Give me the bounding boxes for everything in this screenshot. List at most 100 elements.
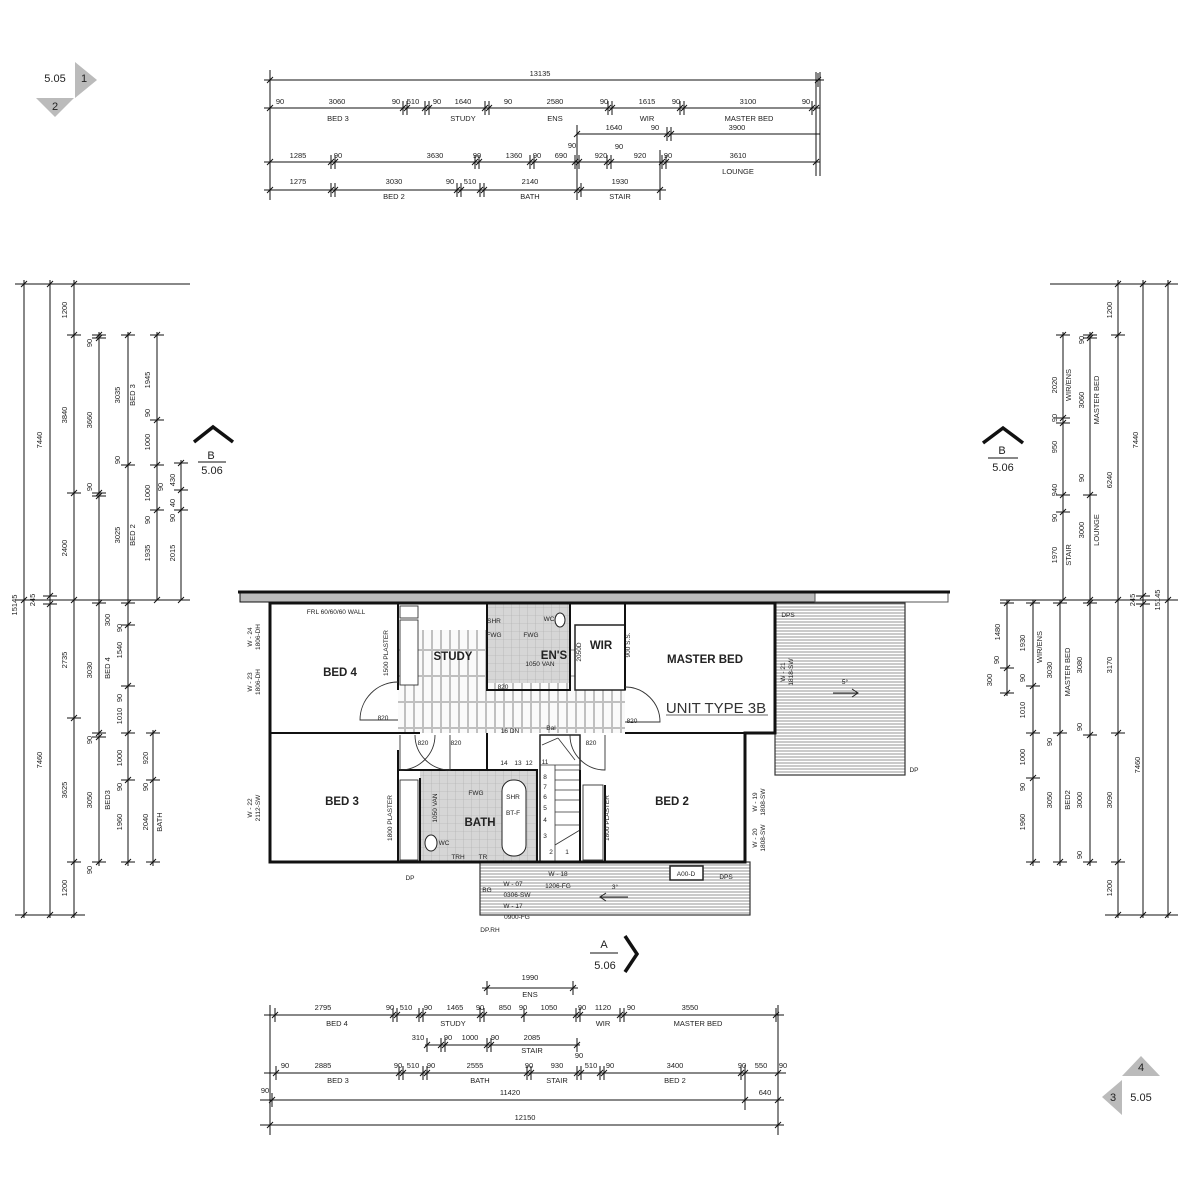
dimension-value: 90 — [281, 1061, 289, 1070]
plan-annotation: DP — [405, 875, 414, 882]
dimension-tick — [95, 492, 103, 500]
dimension-value: 15145 — [1153, 590, 1162, 611]
plan-annotation: SHR — [506, 794, 520, 801]
plan-annotation: 5 — [543, 805, 547, 812]
dimension-value: 90 — [992, 656, 1001, 664]
dimension-tick — [573, 130, 581, 138]
room-label: MASTER BED — [667, 654, 743, 666]
dimension-value: 90 — [1075, 723, 1084, 731]
dimension-value: 1930 — [612, 177, 629, 186]
dimension-value: 1200 — [60, 880, 69, 897]
plan-annotation: DPS — [719, 874, 733, 881]
dimension-value: 7460 — [1133, 757, 1142, 774]
dimension-tick — [527, 1069, 535, 1077]
dimension-tick — [774, 1069, 782, 1077]
dimension-value: 90 — [394, 1061, 402, 1070]
dimension-tick — [70, 331, 78, 339]
dimension-value: 90 — [1018, 674, 1027, 682]
dimension-value: 90 — [141, 783, 150, 791]
dimension-tick — [95, 729, 103, 737]
dimension-value: 1050 — [541, 1003, 558, 1012]
plan-annotation: 0306-SW — [503, 892, 531, 899]
dimension-tick — [1086, 858, 1094, 866]
dimension-tick — [393, 1011, 401, 1019]
dimension-value: 90 — [261, 1086, 269, 1095]
dimension-tick — [1029, 682, 1037, 690]
dimension-value: 2020 — [1050, 377, 1059, 394]
dimension-tick — [663, 130, 671, 138]
dimension-value: 2580 — [547, 97, 564, 106]
dimension-value: 3030 — [85, 662, 94, 679]
plan-annotation: 820 — [451, 740, 462, 747]
dimension-tick — [616, 1011, 624, 1019]
dimension-value: 1360 — [506, 151, 523, 160]
plan-annotation: W - 07 — [503, 881, 523, 888]
dimension-value: 1640 — [455, 97, 472, 106]
dimension-tick — [1114, 729, 1122, 737]
dimension-room-label: WIR — [596, 1019, 611, 1028]
plan-annotation: A00-D — [677, 871, 696, 878]
bed-3-room — [270, 735, 398, 862]
master-bed-room — [625, 603, 775, 733]
dimension-tick — [266, 186, 274, 194]
plan-annotation: 3° — [612, 883, 619, 891]
dimension-tick — [1059, 331, 1067, 339]
plan-annotation: TRH — [451, 854, 465, 861]
section-letter: A — [600, 939, 608, 951]
plan-annotation: 12 — [525, 760, 533, 767]
dimension-value: 90 — [85, 483, 94, 491]
dimension-tick — [1029, 729, 1037, 737]
dimension-tick — [266, 158, 274, 166]
dimension-value: 1970 — [1050, 547, 1059, 564]
section-marker-left[interactable]: B 5.06 — [192, 424, 235, 477]
dimension-tick — [774, 1121, 782, 1129]
section-marker-right[interactable]: B 5.06 — [981, 425, 1025, 474]
plan-annotation: 820 — [498, 684, 509, 691]
dimension-tick — [487, 1041, 495, 1049]
marker-view-number: 3 — [1110, 1092, 1116, 1104]
dimension-value: 3050 — [85, 792, 94, 809]
plan-annotation: 2050D — [576, 642, 583, 661]
bed-4-room — [270, 603, 398, 733]
dimension-tick — [271, 1011, 279, 1019]
dimension-value: 920 — [634, 151, 647, 160]
dimension-value: 90 — [504, 97, 512, 106]
dimension-value: BED 3 — [128, 384, 137, 406]
dimension-value: 510 — [407, 1061, 420, 1070]
dimension-value: 90 — [578, 1003, 586, 1012]
dimension-value: 90 — [1050, 514, 1059, 522]
dimension-room-label: BED 3 — [327, 114, 349, 123]
dimension-tick — [266, 76, 274, 84]
dimension-value: 90 — [533, 151, 541, 160]
dimension-tick — [441, 1041, 449, 1049]
dimension-tick — [153, 461, 161, 469]
dimension-value: 640 — [759, 1088, 772, 1097]
dimension-value: 90 — [392, 97, 400, 106]
dimension-value: 1200 — [60, 302, 69, 319]
dimension-room-label: BED 2 — [383, 192, 405, 201]
balcony-master — [774, 602, 906, 776]
dimension-value: 3080 — [1075, 657, 1084, 674]
dimension-value: 90 — [444, 1033, 452, 1042]
dimension-tick — [415, 1011, 423, 1019]
dimension-value: 90 — [427, 1061, 435, 1070]
dimension-tick — [676, 104, 684, 112]
door-swings[interactable] — [359, 681, 661, 771]
fall-arrow-icon — [599, 892, 628, 902]
dimension-tick — [658, 158, 666, 166]
dimension-tick — [569, 984, 577, 992]
plan-annotation: 16 DN — [501, 728, 520, 735]
building-plan — [238, 590, 950, 916]
dimension-tick — [331, 158, 339, 166]
dimension-tick — [421, 104, 429, 112]
dimension-value: 90 — [85, 339, 94, 347]
section-marker-bottom[interactable]: A 5.06 — [590, 935, 640, 973]
dimension-tick — [475, 158, 483, 166]
dimension-value: 3000 — [1077, 522, 1086, 539]
plan-annotation: DPS — [781, 612, 795, 619]
view-arrow-left-icon — [1102, 1080, 1122, 1115]
dimension-tick — [46, 600, 54, 608]
dimension-room-label: BATH — [470, 1076, 489, 1085]
